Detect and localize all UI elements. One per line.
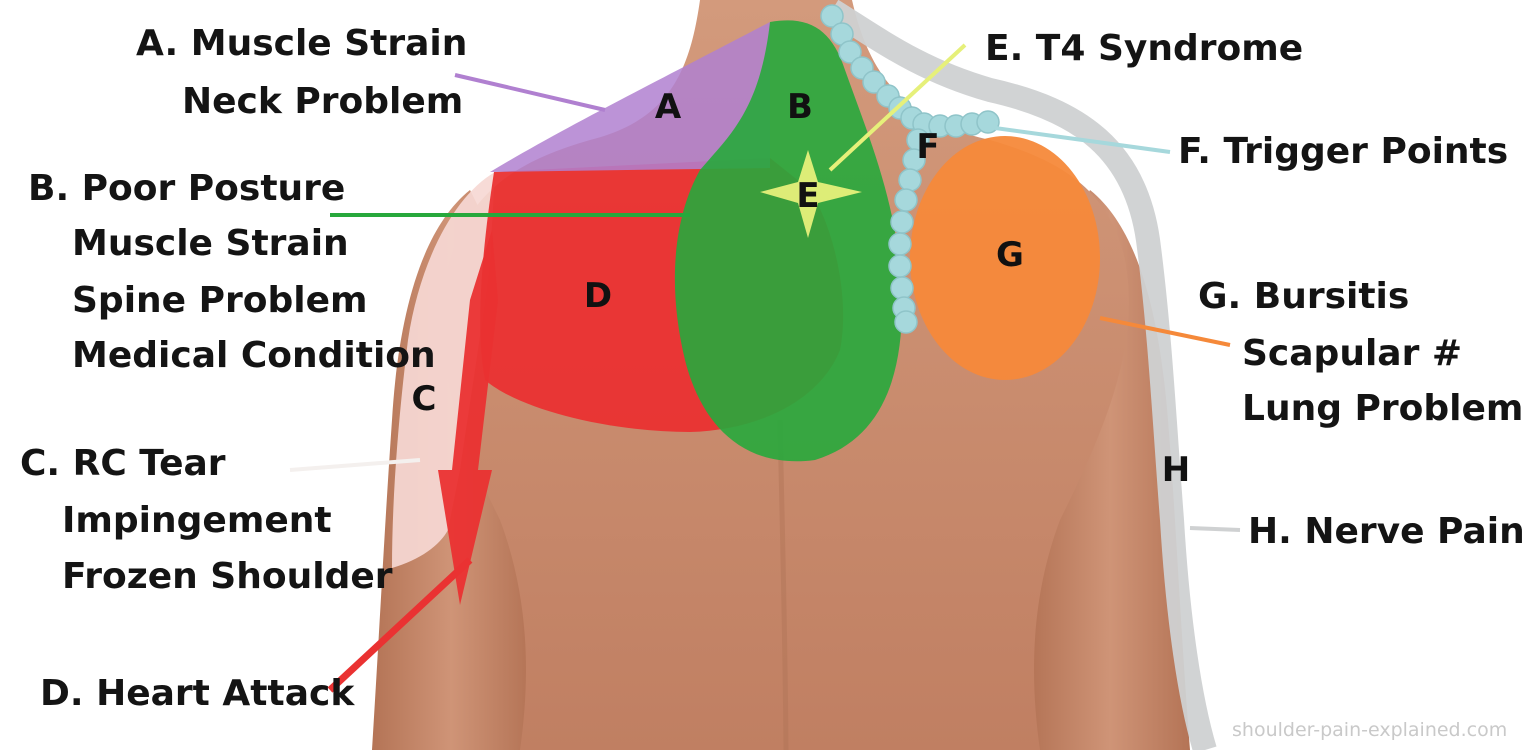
trigger-point-dot [891,211,913,233]
label-g-line-3: Lung Problem [1242,388,1523,429]
label-h: H. Nerve Pain [1248,511,1525,552]
label-b-line-1: B. Poor Posture [28,168,345,209]
label-g: G. Bursitis Scapular # Lung Problem [1198,276,1523,429]
leader-a [455,75,605,110]
trigger-point-dot [895,189,917,211]
trigger-point-dot [899,169,921,191]
region-letter-d: D [584,276,612,316]
label-e-line-1: E. T4 Syndrome [985,28,1303,69]
region-letter-a: A [655,87,682,127]
region-letter-e: E [796,176,819,216]
region-letter-c: C [412,379,437,419]
trigger-point-dot [895,311,917,333]
label-f-line-1: F. Trigger Points [1178,131,1508,172]
label-b: B. Poor Posture Muscle Strain Spine Prob… [28,168,436,376]
label-a-line-2: Neck Problem [182,81,463,122]
label-b-line-2: Muscle Strain [72,223,349,264]
label-g-line-1: G. Bursitis [1198,276,1409,317]
region-letter-f: F [916,127,939,167]
label-f: F. Trigger Points [1178,131,1508,172]
label-d: D. Heart Attack [40,673,355,714]
label-a: A. Muscle Strain Neck Problem [136,23,480,122]
label-d-line-1: D. Heart Attack [40,673,355,714]
label-c-line-2: Impingement [62,500,332,541]
region-letter-b: B [787,87,813,127]
trigger-point-dot [889,255,911,277]
label-c-line-1: C. RC Tear [20,443,226,484]
trigger-point-dot [891,277,913,299]
label-e: E. T4 Syndrome [985,28,1303,69]
label-h-line-1: H. Nerve Pain [1248,511,1525,552]
region-letter-h: H [1162,450,1190,490]
region-letter-g: G [996,235,1024,275]
label-a-line-1: A. Muscle Strain [136,23,467,64]
label-b-line-4: Medical Condition [72,335,436,376]
leader-h [1190,528,1240,530]
label-g-line-2: Scapular # [1242,333,1462,374]
label-c-line-3: Frozen Shoulder [62,556,393,597]
label-b-line-3: Spine Problem [72,280,368,321]
trigger-point-dot [889,233,911,255]
watermark: shoulder-pain-explained.com [1232,719,1507,741]
